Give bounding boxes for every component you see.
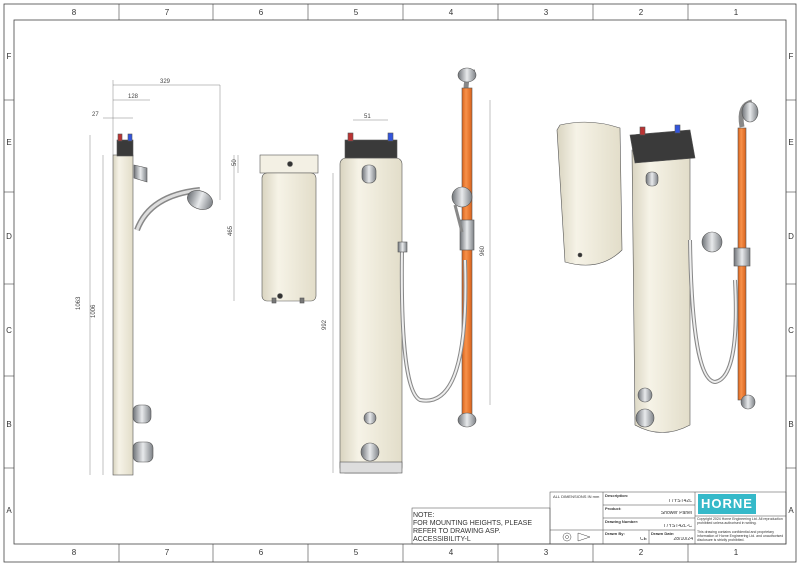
description-label: Description: [605, 493, 629, 498]
dim-51: 51 [364, 114, 371, 120]
zone-col-3-bottom: 3 [543, 548, 549, 557]
riser-rail-view [397, 67, 491, 428]
zone-col-8-bottom: 8 [71, 548, 77, 557]
zone-row-e-right: E [788, 138, 794, 147]
zone-row-c-right: C [788, 326, 794, 335]
drawing-number-value: T7YST42L-C [662, 524, 692, 529]
dim-1063: 1063 [76, 296, 82, 310]
mounting-note: NOTE: FOR MOUNTING HEIGHTS, PLEASE REFER… [413, 512, 543, 544]
zone-col-2-bottom: 2 [638, 548, 644, 557]
copyright-text: Copyright 2024 Horne Engineering Ltd. Al… [697, 517, 783, 525]
note-line-2: REFER TO DRAWING ASP. ACCESSIBILITY-L [413, 528, 501, 543]
zone-row-f-right: F [788, 52, 794, 61]
dim-128: 128 [128, 94, 139, 100]
brand-logo: HORNE [698, 494, 756, 514]
zone-col-7-bottom: 7 [164, 548, 170, 557]
zone-row-b-right: B [788, 420, 794, 429]
zone-col-1: 1 [733, 8, 739, 17]
drawn-by-label: Drawn By: [605, 531, 625, 536]
dim-1006: 1006 [91, 304, 97, 318]
zone-row-d: D [6, 232, 12, 241]
confidential-text: This drawing contains confidential and p… [697, 530, 784, 542]
zone-col-6-bottom: 6 [258, 548, 264, 557]
dim-329: 329 [160, 79, 171, 85]
front-elevation-view [332, 119, 403, 474]
units-note: ALL DIMENSIONS IN mm [553, 494, 600, 499]
zone-col-6: 6 [258, 8, 264, 17]
dim-465: 465 [228, 225, 234, 236]
drawn-by-value: CE [640, 537, 647, 542]
zone-col-8: 8 [71, 8, 77, 17]
dim-50: 50 [232, 159, 238, 166]
zone-row-f: F [6, 52, 12, 61]
panel-back-view [233, 154, 319, 304]
zone-col-5-bottom: 5 [353, 548, 359, 557]
zone-col-5: 5 [353, 8, 359, 17]
product-label: Product: [605, 506, 622, 511]
zone-row-a: A [6, 506, 12, 515]
zone-row-e: E [6, 138, 12, 147]
note-line-1: FOR MOUNTING HEIGHTS, PLEASE [413, 520, 533, 527]
zone-row-b: B [6, 420, 12, 429]
product-value: Shower Panel [660, 511, 692, 516]
dim-960: 960 [480, 245, 486, 256]
dim-27: 27 [92, 112, 99, 118]
dim-992: 992 [322, 319, 328, 330]
drawing-number-label: Drawing Number: [605, 519, 639, 524]
zone-row-c: C [6, 326, 12, 335]
description-value: T7YST42L [668, 499, 692, 504]
note-heading: NOTE: [413, 512, 435, 519]
zone-col-4-bottom: 4 [448, 548, 454, 557]
drawn-date-label: Drawn Date: [651, 531, 675, 536]
zone-col-4: 4 [448, 8, 454, 17]
zone-col-2: 2 [638, 8, 644, 17]
drawn-date-value: 28/10/24 [673, 537, 693, 542]
isometric-view [556, 99, 759, 433]
zone-col-7: 7 [164, 8, 170, 17]
zone-col-1-bottom: 1 [733, 548, 739, 557]
zone-col-3: 3 [543, 8, 549, 17]
title-block-frame [411, 491, 787, 545]
zone-row-a-right: A [788, 506, 794, 515]
zone-row-d-right: D [788, 232, 794, 241]
side-elevation-view [89, 80, 221, 476]
